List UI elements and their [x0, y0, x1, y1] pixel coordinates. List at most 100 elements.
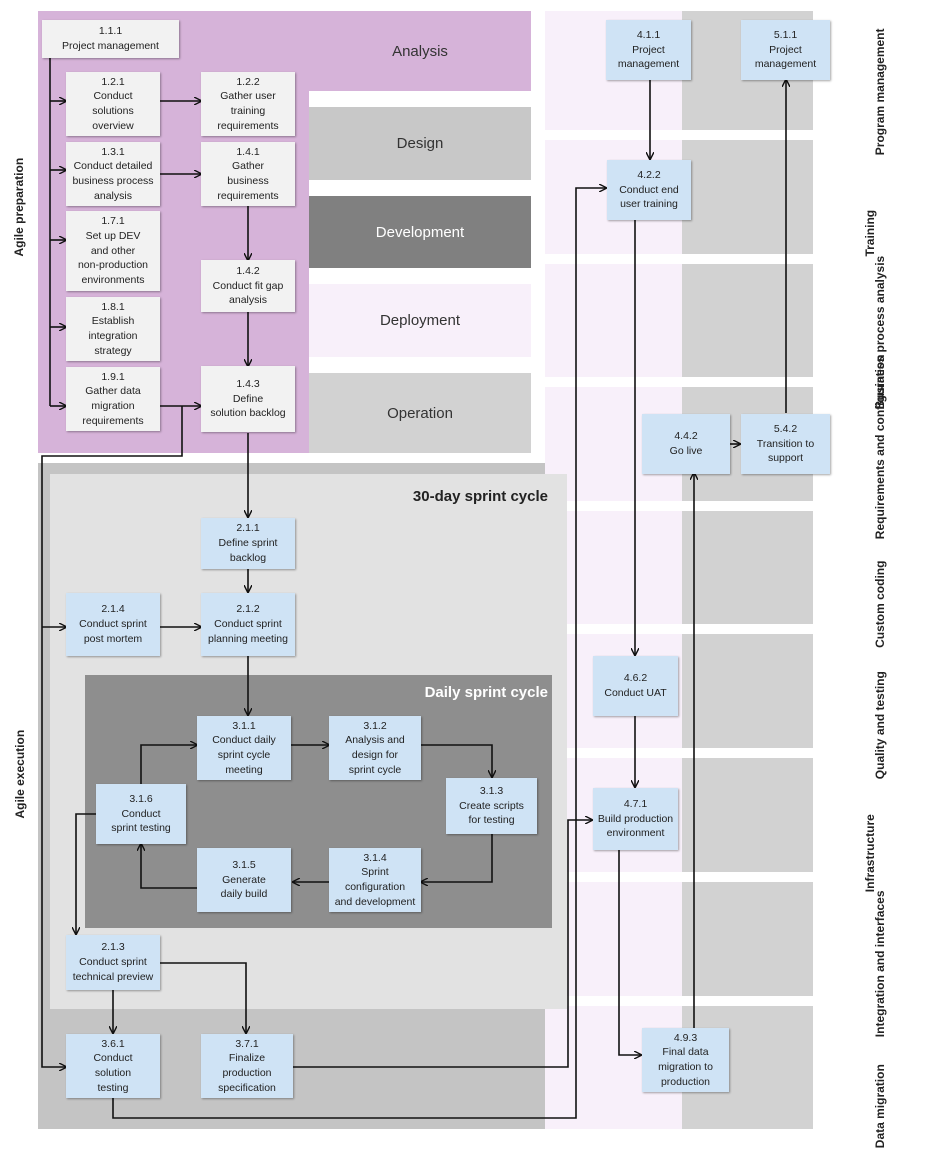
- lane-separator: [545, 624, 682, 634]
- task-id: 3.1.4: [363, 851, 387, 864]
- phase-analysis: Analysis: [309, 11, 531, 91]
- task-id: 2.1.4: [101, 603, 125, 616]
- lane-separator: [545, 996, 682, 1006]
- task-label: Project management: [62, 40, 159, 52]
- sprint-30-title: 30-day sprint cycle: [412, 488, 548, 505]
- phase-development: Development: [309, 196, 531, 268]
- task-id: 1.4.3: [236, 377, 260, 390]
- task-label: Generate daily build: [220, 873, 268, 901]
- task-label: Conduct end user training: [619, 183, 679, 211]
- task-label: Conduct fit gap analysis: [212, 279, 284, 307]
- task-id: 3.1.3: [479, 784, 504, 797]
- task-4-4-2[interactable]: 4.4.2 Go live: [642, 414, 730, 474]
- lane-separator: [545, 872, 682, 882]
- task-label: Establish integration strategy: [88, 315, 138, 357]
- task-id: 3.1.6: [129, 792, 153, 805]
- task-label: Conduct solution testing: [93, 1052, 133, 1094]
- task-label: Set up DEV and other non-production envi…: [77, 229, 149, 287]
- task-id: 1.2.1: [101, 75, 125, 88]
- task-label: Conduct sprint planning meeting: [208, 618, 288, 645]
- task-id: 4.7.1: [623, 797, 648, 810]
- task-label: Define solution backlog: [210, 392, 286, 420]
- task-id: 3.6.1: [101, 1037, 125, 1050]
- task-id: 4.2.2: [637, 168, 661, 181]
- lane-separator: [545, 748, 682, 758]
- task-id: 4.6.2: [623, 672, 648, 685]
- task-id: 1.8.1: [101, 300, 125, 313]
- task-id: 3.1.1: [232, 719, 256, 732]
- phase-operation: Operation: [309, 373, 531, 453]
- lane-separator: [545, 254, 682, 264]
- lane-separator: [545, 377, 682, 387]
- task-id: 1.4.2: [236, 264, 260, 277]
- task-label: Conduct sprint testing: [111, 807, 171, 835]
- task-id: 4.1.1: [636, 28, 661, 41]
- daily-sprint-title: Daily sprint cycle: [424, 684, 548, 701]
- task-id: 2.1.3: [101, 941, 125, 954]
- task-id: 1.2.2: [236, 75, 260, 88]
- task-label: Project management: [754, 43, 817, 71]
- task-id: 1.9.1: [101, 370, 125, 383]
- task-label: Gather business requirements: [217, 160, 279, 202]
- task-label: Conduct detailed business process analys…: [72, 160, 154, 202]
- phase-design: Design: [309, 107, 531, 180]
- task-id: 1.7.1: [101, 215, 125, 228]
- task-label: Conduct UAT: [604, 687, 667, 699]
- task-label: Build production environment: [597, 812, 674, 840]
- task-label: Go live: [669, 445, 703, 457]
- task-id: 2.1.1: [236, 522, 260, 535]
- task-id: 3.1.2: [363, 719, 387, 732]
- task-id: 3.7.1: [235, 1037, 259, 1050]
- task-label: Project management: [617, 43, 680, 71]
- lane-separator: [545, 501, 682, 511]
- task-label: Final data migration to production: [658, 1046, 713, 1088]
- task-id: 1.1.1: [98, 25, 123, 38]
- task-id: 1.3.1: [101, 145, 125, 158]
- task-label: Create scripts for testing: [459, 799, 524, 827]
- task-id: 2.1.2: [236, 603, 260, 616]
- task-id: 5.4.2: [773, 422, 798, 435]
- task-id: 3.1.5: [232, 858, 256, 871]
- task-label: Conduct solutions overview: [92, 90, 134, 132]
- task-id: 4.4.2: [674, 430, 698, 443]
- task-label: Analysis and design for sprint cycle: [345, 734, 405, 776]
- task-label: Gather data migration requirements: [82, 385, 144, 427]
- operation-lane-8: [682, 882, 813, 996]
- lane-separator: [545, 130, 682, 140]
- operation-lane-3: [682, 264, 813, 377]
- task-label: Transition to support: [756, 437, 815, 465]
- task-id: 4.9.3: [673, 1031, 698, 1044]
- task-label: Sprint configuration and development: [334, 866, 416, 908]
- operation-lane-7: [682, 758, 813, 872]
